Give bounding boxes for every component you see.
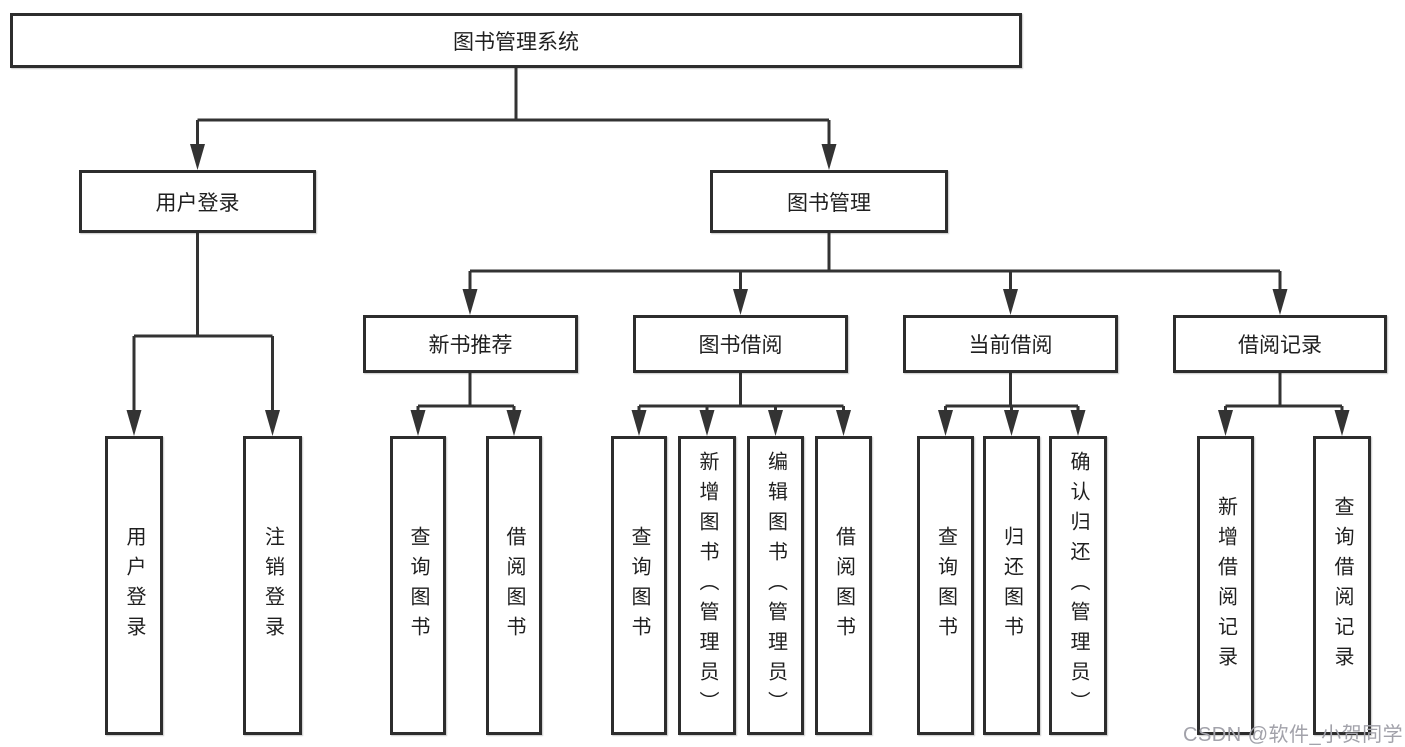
leaf-add-borrow-record: 新增借阅记录 [1197,436,1254,735]
node-label: 用户登录 [155,191,240,215]
leaf-borrow-books: 借阅图书 [815,436,872,735]
node-book-management: 图书管理 [710,170,948,233]
arrow-down-icon [126,144,1350,436]
leaf-borrow-books-recommend: 借阅图书 [486,436,542,735]
leaf-confirm-return-admin: 确认归还（管理员） [1049,436,1107,735]
node-label: 确认归还（管理员） [1067,450,1089,721]
node-root-system: 图书管理系统 [10,13,1022,68]
node-label: 归还图书 [1000,525,1023,646]
node-label: 用户登录 [123,525,145,646]
node-label: 图书管理系统 [453,30,579,54]
leaf-add-books-admin: 新增图书（管理员） [678,436,736,735]
node-label: 编辑图书（管理员） [764,450,787,721]
node-label: 查询借阅记录 [1331,495,1353,676]
node-user-login: 用户登录 [79,170,316,233]
node-label: 新增图书（管理员） [696,450,718,721]
leaf-query-books-recommend: 查询图书 [390,436,446,735]
node-current-borrow: 当前借阅 [903,315,1118,373]
leaf-logout: 注销登录 [243,436,302,735]
node-label: 查询图书 [628,525,650,646]
node-new-book-recommend: 新书推荐 [363,315,578,373]
node-label: 借阅图书 [832,525,855,646]
node-label: 借阅图书 [503,525,525,646]
leaf-query-borrow-record: 查询借阅记录 [1313,436,1371,735]
leaf-query-books-borrow: 查询图书 [611,436,667,735]
node-label: 新增借阅记录 [1214,495,1237,676]
node-borrow-records: 借阅记录 [1173,315,1387,373]
node-label: 注销登录 [261,525,284,646]
leaf-return-books: 归还图书 [983,436,1040,735]
node-label: 新书推荐 [428,334,513,357]
node-label: 查询图书 [934,525,957,646]
node-label: 图书管理 [787,191,871,215]
watermark-text: CSDN @软件_小贺同学 [1183,724,1404,746]
node-book-borrow: 图书借阅 [633,315,848,373]
node-label: 当前借阅 [968,334,1053,357]
leaf-query-books-current: 查询图书 [917,436,974,735]
leaf-edit-books-admin: 编辑图书（管理员） [747,436,804,735]
leaf-user-login: 用户登录 [105,436,163,735]
node-label: 借阅记录 [1238,334,1322,357]
node-label: 查询图书 [407,525,429,646]
node-label: 图书借阅 [698,334,783,357]
